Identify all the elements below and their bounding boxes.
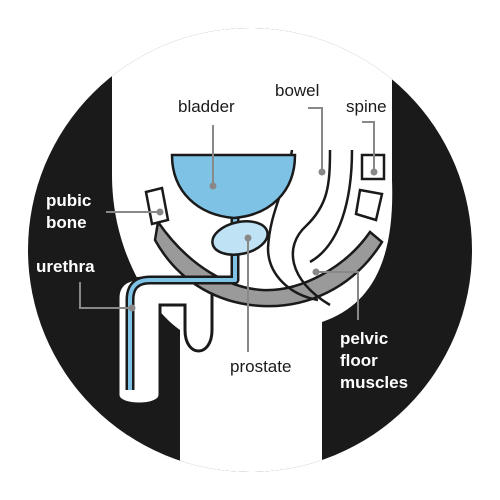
label-prostate: prostate [230, 357, 291, 376]
leader-dots [128, 168, 378, 312]
label-urethra: urethra [36, 257, 95, 276]
pelvic-floor-dot [312, 268, 320, 276]
label-pubic-bone-line1: pubic [46, 191, 91, 210]
bowel-leader [308, 107, 323, 172]
pubic-bone-dot [156, 208, 164, 216]
leader-lines [79, 107, 375, 352]
spine-leader [362, 121, 375, 172]
label-pelvic-floor-line2: floor [340, 351, 378, 370]
bowel-line-inner [291, 149, 332, 307]
label-pelvic-floor-line3: muscles [340, 373, 408, 392]
label-spine: spine [346, 97, 387, 116]
bowel-line-back [309, 149, 354, 264]
prostate [211, 220, 269, 256]
prostate-dot [244, 234, 252, 242]
label-pubic-bone-line2: bone [46, 213, 87, 232]
label-bowel: bowel [275, 81, 319, 100]
urethra-leader [79, 282, 132, 309]
urethra-dot [128, 304, 136, 312]
label-bladder: bladder [178, 97, 235, 116]
label-pelvic-floor-line1: pelvic [340, 329, 388, 348]
urethra-fill [128, 215, 237, 390]
pubic-bone [144, 186, 170, 226]
spine-vertebra-lower [354, 188, 384, 222]
pelvic-floor-leader [316, 271, 359, 320]
bladder-dot [209, 182, 217, 190]
spine-dot [370, 168, 378, 176]
bladder [170, 153, 297, 220]
bowel-dot [318, 168, 326, 176]
